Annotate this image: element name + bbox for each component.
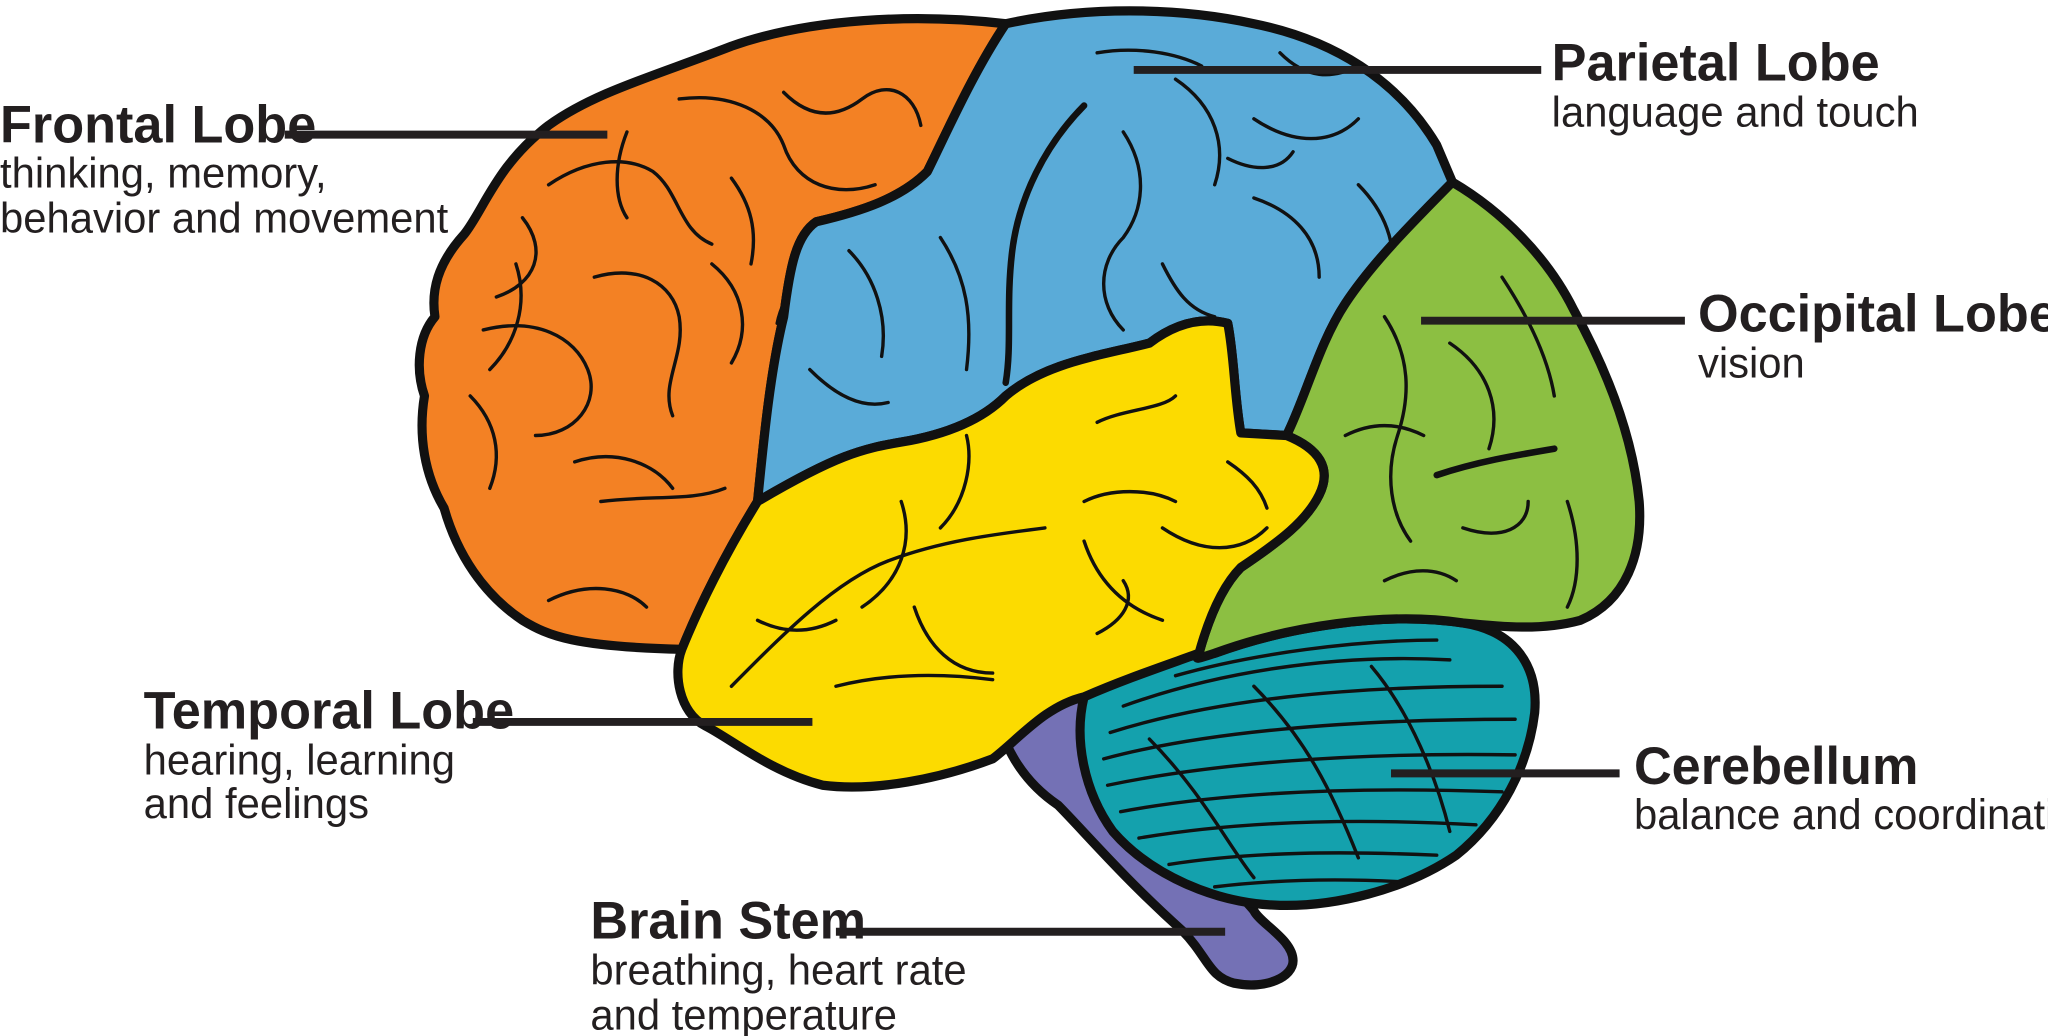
temporal-lobe-region [673,316,1329,792]
frontal-lobe-title: Frontal Lobe [0,95,316,154]
label-brain-stem: Brain Stem breathing, heart rate and tem… [590,891,966,1036]
occipital-lobe-shape [1192,177,1645,663]
frontal-lobe-desc-line2: behavior and movement [0,194,449,241]
leader-lines [284,65,1685,936]
parietal-lobe-title: Parietal Lobe [1552,33,1880,92]
temporal-lobe-folds [729,394,1269,688]
label-parietal-lobe: Parietal Lobe language and touch [1552,33,1919,135]
frontal-lobe-desc-line1: thinking, memory, [0,149,327,196]
temporal-lobe-title: Temporal Lobe [144,681,514,740]
occipital-lobe-title: Occipital Lobe [1698,284,2048,343]
brain-stem-title: Brain Stem [590,891,866,950]
parietal-lobe-region [752,6,1457,507]
temporal-lobe-shape [673,316,1329,792]
cerebellum-folds [1101,638,1517,889]
parietal-lobe-desc-line1: language and touch [1552,88,1919,135]
label-cerebellum: Cerebellum balance and coordination [1634,737,2048,838]
label-frontal-lobe: Frontal Lobe thinking, memory, behavior … [0,95,449,241]
occipital-lobe-region [1192,177,1645,663]
brain-stem-desc-line1: breathing, heart rate [590,946,966,993]
cerebellum-desc-line1: balance and coordination [1634,791,2048,838]
temporal-lobe-desc-line2: and feelings [144,780,369,827]
cerebellum-title: Cerebellum [1634,737,1918,796]
occipital-lobe-desc-line1: vision [1698,339,1805,386]
label-temporal-lobe: Temporal Lobe hearing, learning and feel… [144,681,514,827]
temporal-lobe-desc-line1: hearing, learning [144,736,455,783]
occipital-lobe-folds [1343,275,1579,609]
parietal-lobe-folds [808,48,1395,406]
label-occipital-lobe: Occipital Lobe vision [1698,284,2048,386]
brain-stem-desc-line2: and temperature [590,991,897,1036]
cerebellum-region [1075,614,1540,910]
